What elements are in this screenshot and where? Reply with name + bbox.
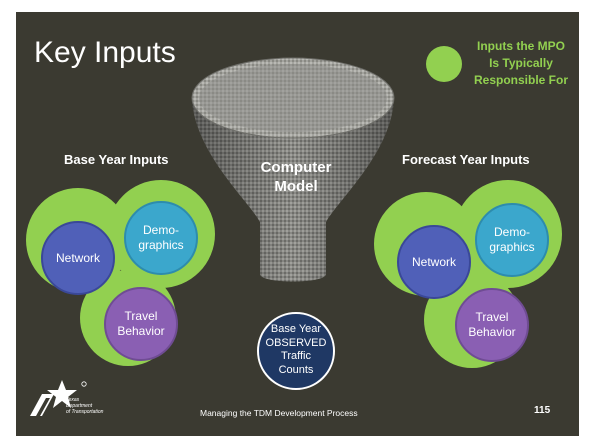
forecast-demographics-line-2: graphics bbox=[489, 240, 535, 254]
observed-line-4: Counts bbox=[278, 363, 314, 376]
logo-line-3: of Transportation bbox=[66, 409, 104, 415]
forecast-travel-circle bbox=[455, 288, 529, 362]
logo-line-1: Texas bbox=[66, 397, 80, 403]
forecast-travel-label: Travel Behavior bbox=[454, 310, 530, 340]
logo-line-2: Department bbox=[66, 403, 93, 409]
observed-counts-graphic bbox=[257, 312, 335, 390]
forecast-travel-line-1: Travel bbox=[475, 310, 509, 324]
base-travel-line-2: Behavior bbox=[117, 324, 165, 338]
forecast-year-heading: Forecast Year Inputs bbox=[402, 152, 530, 167]
forecast-demographics-circle bbox=[475, 203, 549, 277]
observed-line-2: OBSERVED bbox=[265, 336, 327, 349]
txdot-logo-icon bbox=[30, 380, 87, 416]
funnel-graphic bbox=[191, 57, 395, 282]
observed-counts-label: Base Year OBSERVED Traffic Counts bbox=[256, 323, 336, 377]
footer-text: Managing the TDM Development Process bbox=[200, 408, 358, 418]
base-network-label: Network bbox=[55, 251, 100, 265]
forecast-network-circle bbox=[397, 225, 471, 299]
legend-line-2: Is Typically bbox=[489, 56, 553, 70]
base-demographics-line-2: graphics bbox=[138, 238, 184, 252]
base-demographics-circle bbox=[124, 201, 198, 275]
base-demographics-line-1: Demo- bbox=[142, 223, 179, 237]
legend-text: Inputs the MPO Is Typically Responsible … bbox=[466, 38, 576, 89]
model-line-1: Computer bbox=[260, 159, 332, 176]
base-network-circle bbox=[41, 221, 115, 295]
forecast-demographics-label: Demo- graphics bbox=[474, 225, 550, 255]
legend-green-dot-icon bbox=[426, 46, 462, 82]
base-travel-circle bbox=[104, 287, 178, 361]
base-travel-label: Travel Behavior bbox=[103, 309, 179, 339]
observed-line-1: Base Year bbox=[270, 323, 322, 335]
model-label: Computer Model bbox=[226, 158, 366, 196]
base-demographics-label: Demo- graphics bbox=[123, 223, 199, 253]
model-line-2: Model bbox=[274, 178, 318, 195]
forecast-demographics-line-1: Demo- bbox=[493, 225, 530, 239]
slide-title: Key Inputs bbox=[34, 36, 176, 69]
txdot-logo-text: Texas Department of Transportation bbox=[66, 397, 103, 415]
observed-counts-circle bbox=[257, 312, 335, 390]
base-year-cluster bbox=[26, 180, 215, 366]
base-year-heading: Base Year Inputs bbox=[64, 152, 169, 167]
forecast-network-label: Network bbox=[411, 255, 456, 269]
observed-line-3: Traffic bbox=[281, 350, 311, 362]
page-number: 115 bbox=[534, 405, 551, 416]
forecast-year-cluster bbox=[374, 180, 562, 368]
legend-line-3: Responsible For bbox=[473, 73, 568, 87]
legend-line-1: Inputs the MPO bbox=[477, 39, 565, 53]
forecast-travel-line-2: Behavior bbox=[468, 325, 516, 339]
base-travel-line-1: Travel bbox=[124, 309, 158, 323]
